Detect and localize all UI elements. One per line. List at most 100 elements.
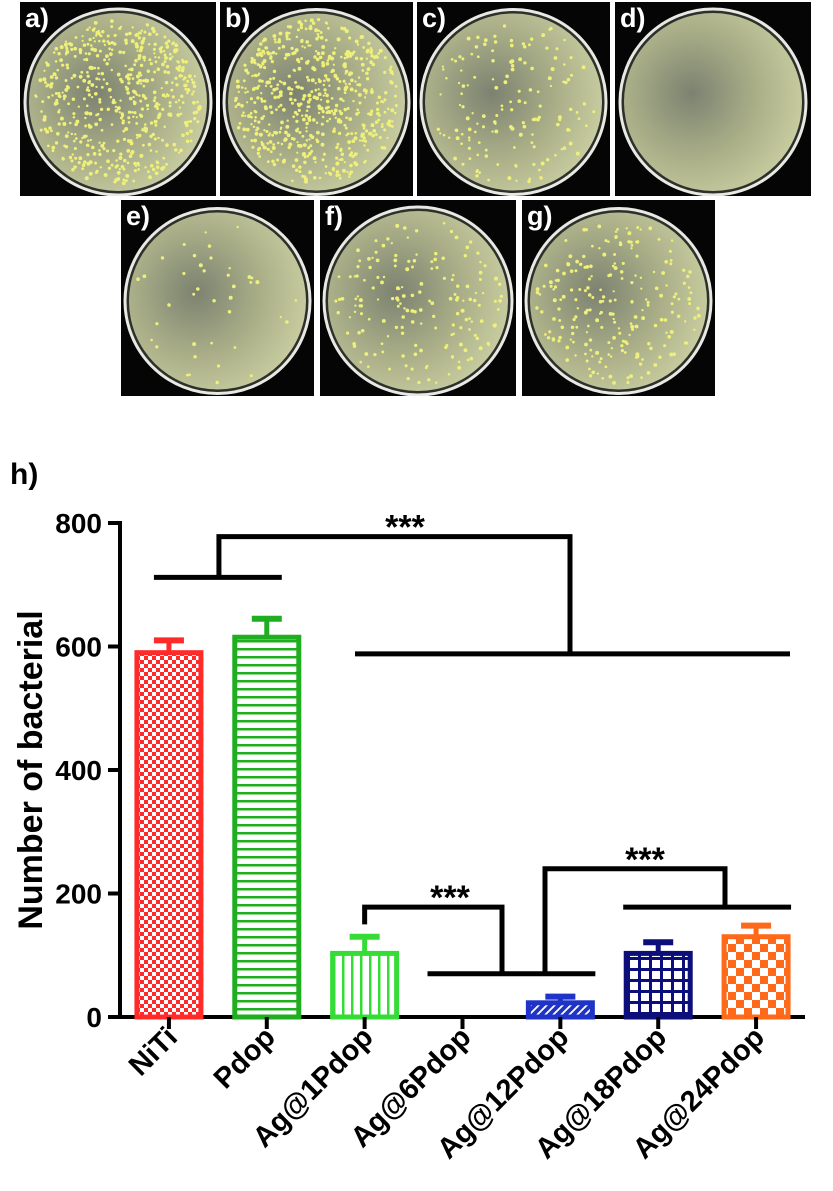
bacterial-colony xyxy=(383,98,387,102)
bacterial-colony xyxy=(668,249,672,253)
bacterial-colony xyxy=(185,131,189,136)
bacterial-colony xyxy=(137,54,142,58)
bacterial-colony xyxy=(342,79,346,83)
bacterial-colony xyxy=(369,60,373,65)
bacterial-colony xyxy=(487,343,490,347)
bacterial-colony xyxy=(558,118,562,122)
bacterial-colony xyxy=(481,291,485,295)
bacterial-colony xyxy=(626,380,630,385)
bacterial-colony xyxy=(548,280,553,285)
bacterial-colony xyxy=(106,107,111,112)
bacterial-colony xyxy=(370,123,375,128)
bacterial-colony xyxy=(324,38,328,42)
bacterial-colony xyxy=(107,166,112,170)
bacterial-colony xyxy=(428,299,432,303)
bacterial-colony xyxy=(427,378,431,382)
bacterial-colony xyxy=(491,78,495,81)
bacterial-colony xyxy=(555,47,559,51)
bacterial-colony xyxy=(630,324,635,329)
bacterial-colony xyxy=(620,344,624,348)
bacterial-colony xyxy=(179,112,183,116)
bacterial-colony xyxy=(514,163,518,167)
bacterial-colony xyxy=(346,331,350,335)
bacterial-colony xyxy=(404,364,408,368)
bacterial-colony xyxy=(110,41,114,45)
bacterial-colony xyxy=(362,88,367,93)
bacterial-colony xyxy=(342,99,345,103)
bacterial-colony xyxy=(348,117,353,122)
bacterial-colony xyxy=(162,156,166,160)
bacterial-colony xyxy=(302,97,305,101)
bacterial-colony xyxy=(262,59,267,63)
bacterial-colony xyxy=(640,376,643,379)
bacterial-colony xyxy=(334,103,339,108)
bacterial-colony xyxy=(294,299,298,302)
bacterial-colony xyxy=(194,110,199,114)
bacterial-colony xyxy=(353,310,357,314)
bacterial-colony xyxy=(439,132,442,135)
bacterial-colony xyxy=(317,18,321,22)
bacterial-colony xyxy=(97,29,100,32)
bacterial-colony xyxy=(292,115,296,119)
bacterial-colony xyxy=(629,322,633,325)
bacterial-colony xyxy=(171,42,175,46)
bacterial-colony xyxy=(118,168,121,171)
bacterial-colony xyxy=(287,74,291,78)
bacterial-colony xyxy=(415,253,418,256)
bacterial-colony xyxy=(304,19,307,23)
bacterial-colony xyxy=(358,259,362,263)
bacterial-colony xyxy=(84,124,88,128)
bacterial-colony xyxy=(160,46,164,49)
bacterial-colony xyxy=(160,166,165,171)
bacterial-colony xyxy=(297,66,302,71)
bacterial-colony xyxy=(521,121,525,125)
bacterial-colony xyxy=(568,141,573,146)
bacterial-colony xyxy=(142,274,147,279)
bacterial-colony xyxy=(291,179,294,183)
bacterial-colony xyxy=(64,145,69,149)
bacterial-colony xyxy=(588,367,591,371)
bacterial-colony xyxy=(110,48,114,51)
bacterial-colony xyxy=(124,32,129,36)
bacterial-colony xyxy=(535,306,539,310)
bacterial-colony xyxy=(123,158,127,163)
bacterial-colony xyxy=(280,120,284,125)
bacterial-colony xyxy=(587,277,592,281)
bacterial-colony xyxy=(75,119,80,124)
bacterial-colony xyxy=(321,115,325,119)
bacterial-colony xyxy=(359,57,364,61)
bacterial-colony xyxy=(133,161,137,166)
bacterial-colony xyxy=(608,273,613,277)
bacterial-colony xyxy=(46,144,50,148)
bacterial-colony xyxy=(141,79,145,83)
bacterial-colony xyxy=(364,159,367,163)
bacterial-colony xyxy=(88,37,92,42)
bacterial-colony xyxy=(54,60,58,63)
bacterial-colony xyxy=(607,353,611,356)
bacterial-colony xyxy=(250,115,253,119)
bacterial-colony xyxy=(559,298,563,302)
bacterial-colony xyxy=(196,287,200,291)
bacterial-colony xyxy=(652,270,656,274)
panel-label: e) xyxy=(126,201,151,231)
panel-label: f) xyxy=(325,201,343,231)
bacterial-colony xyxy=(499,294,504,299)
bacterial-colony xyxy=(364,352,369,356)
bacterial-colony xyxy=(386,107,390,111)
bacterial-colony xyxy=(305,109,309,113)
bacterial-colony xyxy=(257,74,260,77)
bacterial-colony xyxy=(43,69,46,72)
bacterial-colony xyxy=(346,132,350,136)
bacterial-colony xyxy=(77,161,81,165)
bacterial-colony xyxy=(330,109,334,113)
bacterial-colony xyxy=(82,78,87,83)
bacterial-colony xyxy=(142,143,145,147)
bacterial-colony xyxy=(319,31,323,34)
agar-surface xyxy=(29,13,207,191)
bacterial-colony xyxy=(263,99,267,103)
bacterial-colony xyxy=(363,96,367,99)
bacterial-colony xyxy=(400,325,404,329)
bacterial-colony xyxy=(442,276,446,280)
bacterial-colony xyxy=(305,75,309,79)
bacterial-colony xyxy=(148,58,152,62)
